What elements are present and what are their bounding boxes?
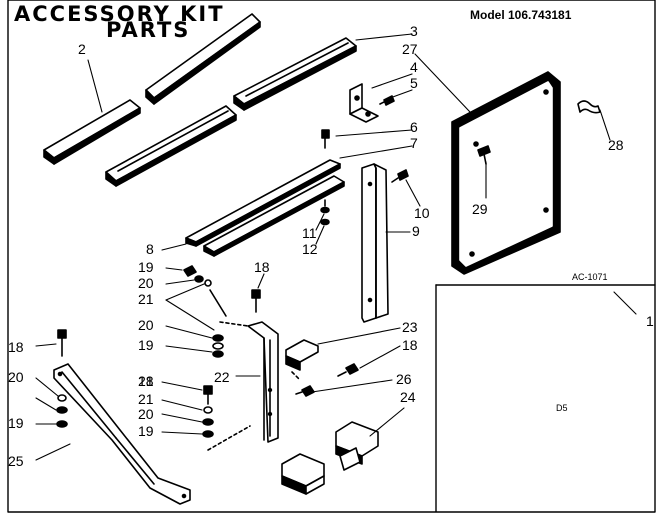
model-number: Model 106.743181	[470, 8, 572, 22]
callout-label: 9	[412, 223, 420, 239]
callout-label: 18	[138, 373, 154, 389]
callout-label: 25	[8, 453, 24, 469]
title-line-2: PARTS	[106, 18, 191, 42]
callout-label: 7	[410, 135, 418, 151]
part-23-bracket	[285, 339, 319, 381]
callout-label: 6	[410, 119, 418, 135]
callout-label: 18	[254, 259, 270, 275]
part-3-rails	[105, 37, 357, 187]
callout-label: 20	[138, 275, 154, 291]
part-8-bars	[185, 159, 345, 257]
callout-label: 3	[410, 23, 418, 39]
callout-label: 8	[146, 241, 154, 257]
part-10-screw	[391, 169, 409, 183]
part-18-screw-right	[337, 363, 359, 377]
callout-label: 20	[8, 369, 24, 385]
part-22-bracket	[207, 321, 279, 451]
callout-label: 19	[8, 415, 24, 431]
callout-label: 18	[402, 337, 418, 353]
callout-label: 1	[646, 313, 654, 329]
part-9-channel	[361, 163, 389, 323]
callout-label: 10	[414, 205, 430, 221]
callout-label: 12	[302, 241, 318, 257]
callout-label: 22	[214, 369, 230, 385]
part-24-feet	[281, 421, 379, 495]
callout-label: 18	[8, 339, 24, 355]
callout-label: 23	[402, 319, 418, 335]
callout-label: 5	[410, 75, 418, 91]
hardware-lower-mid	[202, 385, 214, 438]
page-mark: D5	[556, 403, 568, 413]
drawing-code: AC-1071	[572, 272, 608, 282]
part-27-panel	[451, 71, 561, 275]
hardware-20-19-mid	[212, 334, 224, 358]
callout-label: 19	[138, 259, 154, 275]
part-2-rails	[43, 13, 261, 165]
callout-label: 20	[138, 406, 154, 422]
part-25-brace	[53, 363, 191, 505]
part-4-bracket	[349, 83, 379, 123]
callout-label: 19	[138, 337, 154, 353]
leader-lines	[35, 33, 637, 461]
hardware-19-20-21-upper	[183, 265, 227, 317]
part-5-screw	[379, 95, 395, 106]
callout-label: 4	[410, 59, 418, 75]
callout-label: 2	[78, 41, 86, 57]
part-26-screw	[295, 385, 315, 397]
border-frame	[7, 0, 656, 513]
title-line-1: ACCESSORY KIT	[14, 2, 225, 26]
callout-label: 29	[472, 201, 488, 217]
callout-label: 19	[138, 423, 154, 439]
callout-label: 11	[302, 225, 317, 241]
callout-label: 24	[400, 389, 416, 405]
callout-label: 21	[138, 373, 154, 389]
part-11-12-washers	[320, 199, 330, 226]
callout-label: 20	[138, 317, 154, 333]
callout-label: 27	[402, 41, 418, 57]
callout-label: 21	[138, 291, 154, 307]
hardware-left	[56, 329, 68, 428]
callout-label: 28	[608, 137, 624, 153]
callout-label: 21	[138, 391, 154, 407]
callout-label: 26	[396, 371, 412, 387]
part-28-clip	[577, 100, 601, 114]
part-18-screw-center	[251, 289, 261, 313]
part-6-screw	[321, 129, 330, 149]
